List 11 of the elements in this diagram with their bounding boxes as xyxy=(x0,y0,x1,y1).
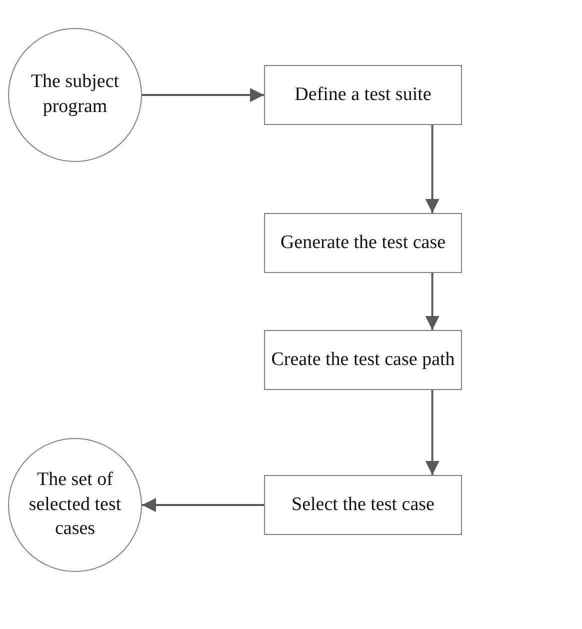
arrow xyxy=(142,88,264,102)
arrow xyxy=(425,125,440,213)
arrow xyxy=(425,273,440,330)
source-circle: The subject program xyxy=(8,28,142,162)
process-box: Generate the test case xyxy=(264,213,462,273)
result-circle: The set of selected test cases xyxy=(8,438,142,572)
process-box: Define a test suite xyxy=(264,65,462,125)
process-box: Select the test case xyxy=(264,475,462,535)
process-box: Create the test case path xyxy=(264,330,462,390)
arrow xyxy=(142,498,264,512)
arrow xyxy=(425,390,440,475)
